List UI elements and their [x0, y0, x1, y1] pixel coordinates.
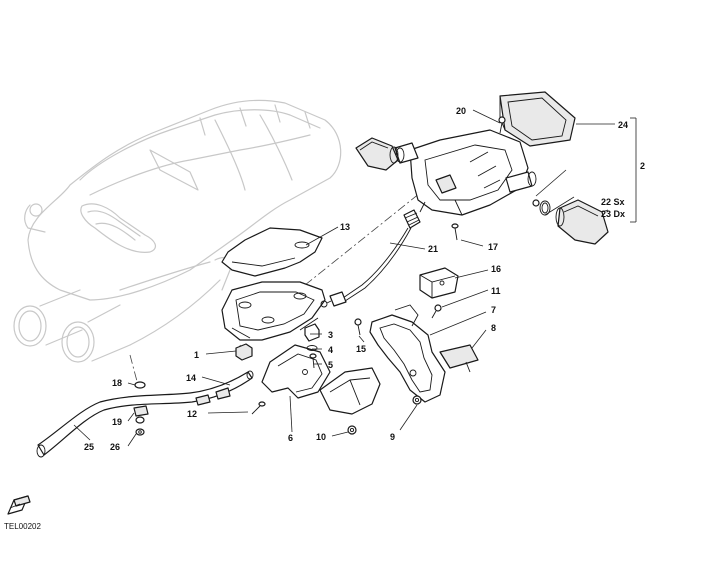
part-22-23-turn-signal: [532, 199, 609, 245]
left-turn-signal: [355, 137, 399, 171]
part-10-nut: [347, 425, 357, 435]
leader-lines: [73, 109, 615, 447]
callout-17: 17: [488, 242, 498, 252]
part-2-group-bracket: [630, 117, 637, 223]
part-7-plate-bracket: [369, 304, 446, 403]
part-13-undertray: [221, 227, 323, 277]
bush-under-plate: [235, 343, 253, 361]
part-15-screw: [354, 318, 362, 336]
callout-18: 18: [112, 378, 122, 388]
part-16-license-light: [419, 267, 459, 299]
callout-4: 4: [328, 345, 333, 355]
callout-20: 20: [456, 106, 466, 116]
part-17-screw: [451, 223, 459, 241]
callout-23: 23 Dx: [601, 209, 625, 219]
callout-labels: 20 24 2 22 Sx 23 Dx 13 21 17 16 11 7 8 3…: [84, 106, 645, 452]
part-18-19-26-hardware: [133, 381, 149, 436]
callout-24: 24: [618, 120, 628, 130]
part-1-mudguard-plate: [221, 281, 326, 341]
callout-16: 16: [491, 264, 501, 274]
part-3-4-5-hardware: [304, 323, 320, 369]
callout-19: 19: [112, 417, 122, 427]
callout-21: 21: [428, 244, 438, 254]
part-9-nut: [412, 395, 422, 405]
callout-9: 9: [390, 432, 395, 442]
callout-26: 26: [110, 442, 120, 452]
callout-5: 5: [328, 360, 333, 370]
ghost-tail-section: [13, 99, 342, 363]
callout-6: 6: [288, 433, 293, 443]
shop-manual-book-icon: [7, 495, 31, 515]
callout-3: 3: [328, 330, 333, 340]
part-20-screw: [498, 116, 506, 134]
part-21-wiring: [320, 209, 421, 308]
part-11-screw: [431, 304, 442, 319]
part-6-side-bracket: [261, 344, 381, 415]
part-25-grab-rail: [36, 370, 254, 458]
callout-25: 25: [84, 442, 94, 452]
callout-14: 14: [186, 373, 196, 383]
drawing-reference: TEL00202: [4, 495, 41, 531]
callout-12: 12: [187, 409, 197, 419]
callout-7: 7: [491, 305, 496, 315]
callout-13: 13: [340, 222, 350, 232]
callout-22: 22 Sx: [601, 197, 625, 207]
callout-1: 1: [194, 350, 199, 360]
callout-10: 10: [316, 432, 326, 442]
callout-8: 8: [491, 323, 496, 333]
callout-11: 11: [491, 286, 501, 296]
drawing-code: TEL00202: [4, 522, 41, 531]
part-12-screw: [251, 401, 266, 415]
callout-2: 2: [640, 161, 645, 171]
part-8-reflector: [439, 344, 479, 373]
part-2-taillight-assembly: [394, 129, 537, 216]
callout-15: 15: [356, 344, 366, 354]
